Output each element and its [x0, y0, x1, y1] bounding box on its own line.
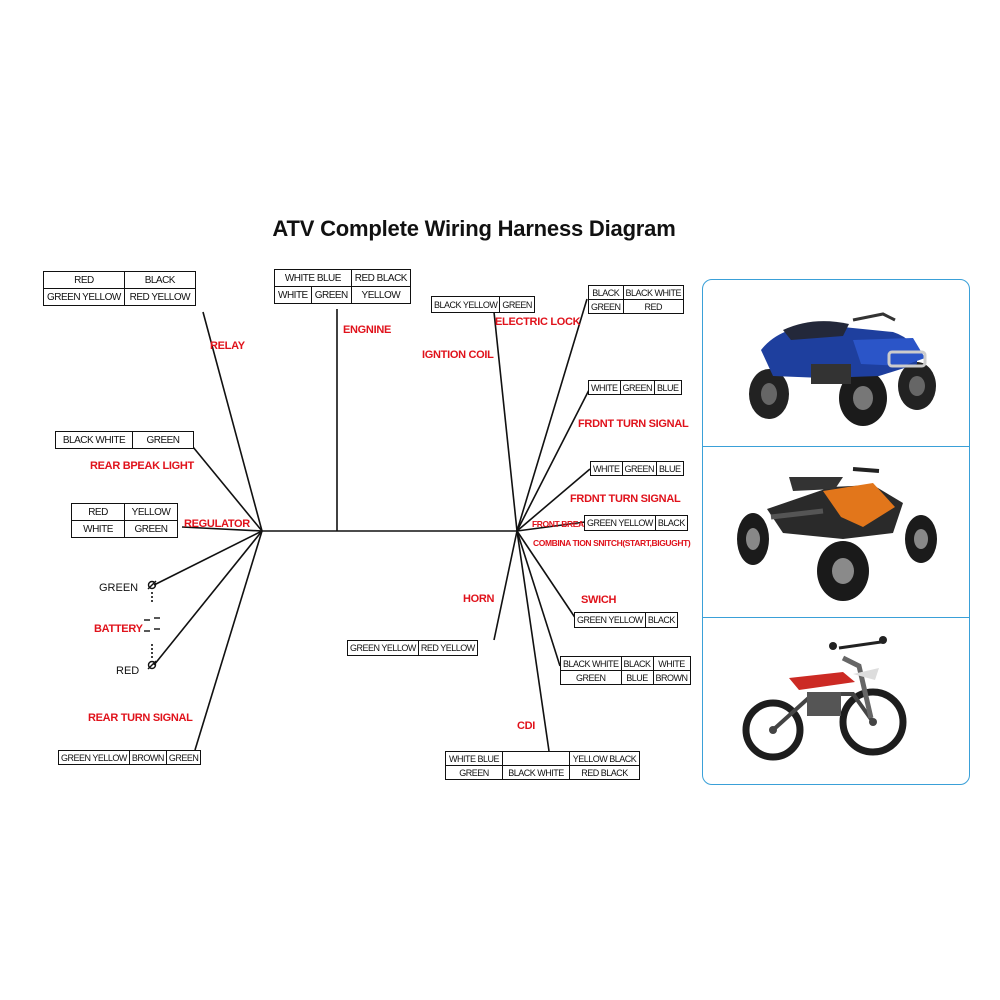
- switch-wire: [516, 530, 577, 620]
- relay-label: RELAY: [210, 340, 245, 352]
- relay-wire: [202, 311, 263, 532]
- regulator-wire: [181, 526, 263, 532]
- vehicle-photos-panel: [702, 279, 970, 785]
- trike-photo: [737, 467, 937, 601]
- front-turn-2-label: FRDNT TURN SIGNAL: [570, 493, 681, 505]
- ignition-wire: [516, 298, 588, 532]
- horn-label: HORN: [463, 593, 495, 605]
- battery-positive-label: GREEN: [99, 582, 139, 594]
- electric-lock-wire: [493, 311, 518, 532]
- front-turn-1-wire: [516, 387, 591, 532]
- motorcycle-photo: [742, 636, 907, 761]
- cdi-label: CDI: [517, 720, 536, 732]
- switch-label: SWICH: [581, 594, 617, 606]
- battery-label: BATTERY: [94, 623, 143, 635]
- battery-neg-wire: [153, 530, 263, 666]
- brake-light-wire: [192, 446, 263, 532]
- combination-label: COMBINA TION SNITCH(START,BIGUGHT): [533, 538, 691, 548]
- ignition-label: IGNTION COIL: [422, 349, 494, 361]
- battery-symbol-icon: [144, 580, 160, 670]
- combination-wire: [516, 530, 561, 667]
- horn-wire: [493, 530, 518, 641]
- brake-light-label: REAR BPEAK LIGHT: [90, 460, 194, 472]
- battery-pos-wire: [153, 530, 263, 586]
- engine-label: ENGNINE: [343, 324, 392, 336]
- rear-turn-wire: [194, 530, 263, 751]
- cdi-wire: [516, 530, 550, 752]
- regulator-label: REGULATOR: [184, 518, 250, 530]
- front-turn-2-wire: [516, 468, 591, 532]
- front-brake-label: FRONT BREAKE: [532, 519, 595, 529]
- diagram-title: ATV Complete Wiring Harness Diagram: [272, 216, 676, 241]
- electric-lock-label: ELECTRIC LOCK: [495, 316, 581, 328]
- atv-photo: [749, 312, 936, 426]
- front-brake-wire: [516, 521, 586, 532]
- front-turn-1-label: FRDNT TURN SIGNAL: [578, 418, 689, 430]
- battery-negative-label: RED: [116, 665, 140, 677]
- photo-divider: [703, 446, 969, 447]
- photo-divider: [703, 617, 969, 618]
- rear-turn-label: REAR TURN SIGNAL: [88, 712, 193, 724]
